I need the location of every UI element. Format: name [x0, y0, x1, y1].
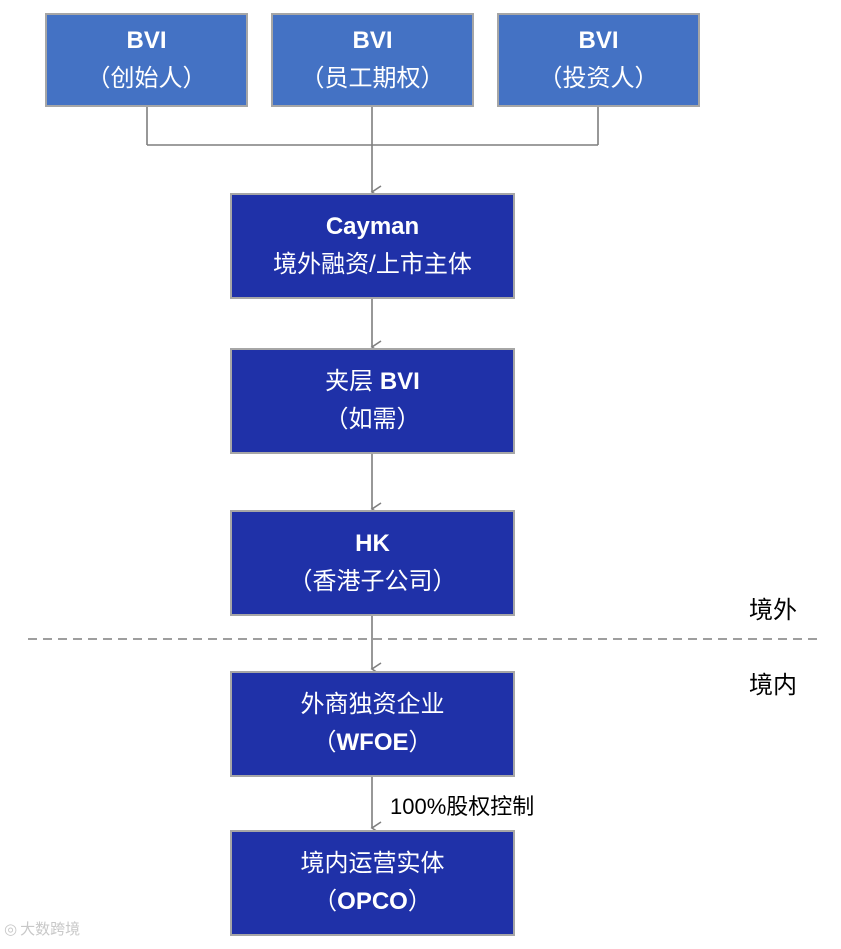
hk-title: HK	[355, 530, 390, 557]
watermark: ◎大数跨境	[4, 918, 80, 939]
mid-bvi-prefix: 夹层	[325, 368, 380, 395]
control-label: 100%股权控制	[390, 794, 535, 819]
opco-box: 境内运营实体 （OPCO）	[230, 830, 515, 936]
opco-subtitle-bold: OPCO	[337, 888, 408, 915]
wfoe-box: 外商独资企业 （WFOE）	[230, 671, 515, 777]
onshore-label: 境内	[749, 672, 797, 699]
wfoe-title: 外商独资企业	[300, 691, 445, 718]
wfoe-subtitle-close: ）	[408, 729, 433, 756]
offshore-label: 境外	[749, 597, 797, 624]
opco-subtitle: （OPCO）	[313, 883, 432, 921]
hk-subtitle: （香港子公司）	[288, 568, 457, 595]
bvi-esop-title: BVI	[352, 27, 393, 54]
cayman-box: Cayman 境外融资/上市主体	[230, 193, 515, 299]
cayman-subtitle: 境外融资/上市主体	[273, 251, 472, 278]
mid-bvi-bold: BVI	[379, 368, 420, 395]
watermark-logo-icon: ◎	[4, 921, 18, 938]
opco-subtitle-open: （	[313, 888, 338, 915]
hk-box: HK （香港子公司）	[230, 510, 515, 616]
mid-bvi-box: 夹层 BVI （如需）	[230, 348, 515, 454]
bvi-esop-box: BVI （员工期权）	[271, 13, 474, 107]
opco-title: 境内运营实体	[300, 850, 445, 877]
bvi-founder-subtitle: （创始人）	[86, 65, 207, 92]
bvi-founder-box: BVI （创始人）	[45, 13, 248, 107]
cayman-title: Cayman	[325, 213, 420, 240]
mid-bvi-subtitle: （如需）	[324, 406, 421, 433]
bvi-investor-title: BVI	[578, 27, 619, 54]
mid-bvi-title: 夹层 BVI	[325, 363, 420, 401]
wfoe-subtitle-open: （	[312, 729, 337, 756]
wfoe-subtitle: （WFOE）	[313, 724, 433, 762]
opco-subtitle-close: ）	[407, 888, 432, 915]
watermark-text: 大数跨境	[20, 921, 81, 938]
bvi-investor-box: BVI （投资人）	[497, 13, 700, 107]
bvi-founder-title: BVI	[126, 27, 167, 54]
top-merge-connector	[146, 106, 599, 199]
bvi-investor-subtitle: （投资人）	[538, 65, 659, 92]
wfoe-subtitle-bold: WFOE	[336, 729, 409, 756]
bvi-esop-subtitle: （员工期权）	[300, 65, 445, 92]
